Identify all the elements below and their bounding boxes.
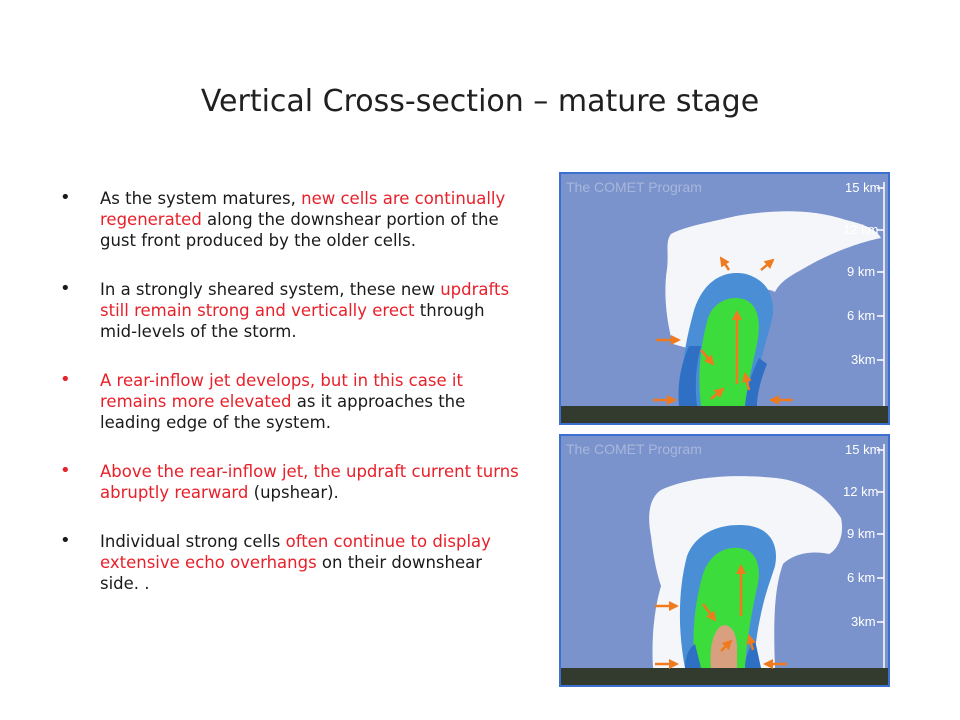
bullet-text-highlight: often continue to display extensive echo… [100, 532, 491, 572]
bullet-text-plain: (upshear). [248, 483, 339, 502]
height-labels: 15 km 12 km 9 km 6 km 3km [843, 180, 880, 367]
bullet-list: • As the system matures, new cells are co… [60, 187, 520, 622]
slide-title: Vertical Cross-section – mature stage [200, 84, 760, 119]
storm-figure-1: The COMET Program 15 km 12 km 9 km 6 km … [559, 172, 890, 425]
bullet-text-highlight: Above the rear-inflow jet, the updraft c… [100, 462, 519, 502]
bullet-text-plain: through mid-levels of the storm. [100, 301, 485, 341]
height-label-6km: 6 km [847, 308, 875, 323]
height-axis [877, 444, 885, 668]
bullet-text-plain: on their downshear side. . [100, 553, 483, 593]
ground [561, 668, 888, 685]
bullet-item: • In a strongly sheared system, these new… [60, 278, 520, 342]
bullet-item: • Individual strong cells often continue… [60, 530, 520, 594]
height-labels: 15 km 12 km 9 km 6 km 3km [843, 442, 880, 629]
flow-arrows [655, 564, 787, 669]
bullet-item: • Above the rear-inflow jet, the updraft … [60, 460, 520, 503]
height-label-12km: 12 km [843, 484, 878, 499]
height-label-3km: 3km [851, 614, 876, 629]
bullet-item: • As the system matures, new cells are co… [60, 187, 520, 251]
echo-core [693, 547, 759, 668]
height-label-6km: 6 km [847, 570, 875, 585]
bullet-text-highlight: A rear-inflow jet develops, but in this … [100, 371, 463, 411]
height-label-9km: 9 km [847, 264, 875, 279]
bullet-dot-icon: • [60, 530, 71, 551]
ground [561, 406, 888, 423]
bullet-text-plain: As the system matures, [100, 189, 302, 208]
bullet-text-highlight: updrafts still remain strong and vertica… [100, 280, 510, 320]
bullet-text-plain: along the downshear portion of the gust … [100, 210, 499, 250]
bullet-text-highlight: new cells are continually regenerated [100, 189, 506, 229]
bullet-item: • A rear-inflow jet develops, but in this… [60, 369, 520, 433]
bullet-dot-icon: • [60, 460, 71, 481]
bullet-text-plain: In a strongly sheared system, these new [100, 280, 441, 299]
echo-blue-left [685, 644, 701, 668]
storm-cross-section-1: The COMET Program 15 km 12 km 9 km 6 km … [561, 174, 888, 423]
bullet-dot-icon: • [60, 369, 71, 390]
bullet-dot-icon: • [60, 278, 71, 299]
echo-blue-left [678, 346, 701, 406]
echo-blue-right [745, 358, 767, 406]
storm-figure-2: The COMET Program 15 km 12 km 9 km 6 km … [559, 434, 890, 687]
height-label-12km: 12 km [843, 222, 878, 237]
storm-cross-section-2: The COMET Program 15 km 12 km 9 km 6 km … [561, 436, 888, 685]
height-label-15km: 15 km [845, 442, 880, 457]
bullet-dot-icon: • [60, 187, 71, 208]
bullet-text-plain: Individual strong cells [100, 532, 286, 551]
height-label-9km: 9 km [847, 526, 875, 541]
height-label-3km: 3km [851, 352, 876, 367]
echo-blue-right [745, 640, 761, 668]
height-axis [877, 182, 885, 406]
watermark-text: The COMET Program [566, 179, 702, 195]
flow-arrows [653, 256, 793, 405]
height-label-15km: 15 km [845, 180, 880, 195]
watermark-text: The COMET Program [566, 441, 702, 457]
bullet-text-plain: as it approaches the leading edge of the… [100, 392, 466, 432]
